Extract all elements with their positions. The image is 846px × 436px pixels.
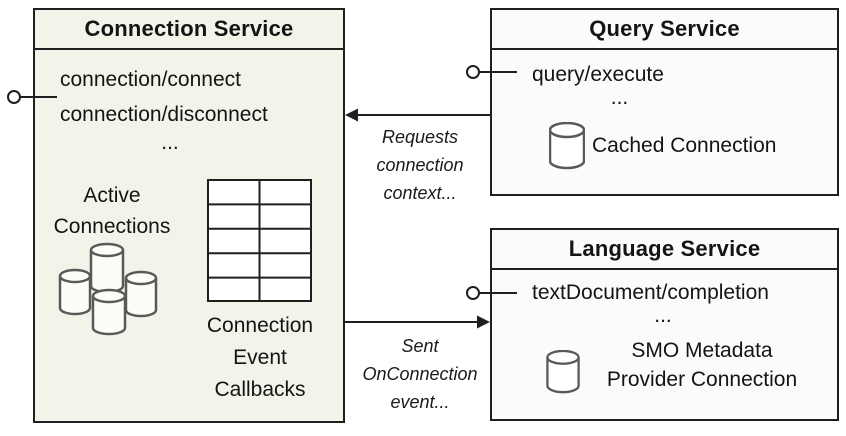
requests-label-line-1: Requests (381, 127, 459, 147)
callbacks-table-icon (207, 179, 312, 302)
more-methods-ellipsis: ... (610, 86, 629, 109)
connection-methods-list: connection/connect connection/disconnect… (60, 62, 280, 154)
query-service-box: Query Service query/execute ... Cached C… (490, 8, 839, 196)
smo-label-line-2: Provider Connection (606, 368, 798, 391)
connection-service-header: Connection Service (35, 10, 343, 50)
cached-connection-label: Cached Connection (592, 134, 777, 157)
active-connections-label: Active Connections (53, 184, 171, 238)
method-connection-connect: connection/connect (60, 68, 241, 91)
sent-onconnection-event-label: Sent OnConnection event... (345, 332, 495, 416)
smo-label-line-1: SMO Metadata (631, 339, 773, 362)
requests-connection-context-label: Requests connection context... (345, 123, 495, 207)
sent-label-line-2: OnConnection (362, 364, 478, 384)
smo-metadata-provider-connection-label: SMO Metadata Provider Connection (597, 336, 807, 394)
method-connection-disconnect: connection/disconnect (60, 103, 268, 126)
connection-service-title: Connection Service (84, 16, 294, 41)
connection-service-box: Connection Service connection/connect co… (33, 8, 345, 423)
database-cylinder-icon (546, 350, 580, 394)
language-service-box: Language Service textDocument/completion… (490, 228, 839, 421)
sent-onconnection-event-arrow (345, 315, 490, 329)
method-textdocument-completion: textDocument/completion (532, 281, 769, 304)
requests-label-line-2: connection (376, 155, 464, 175)
requests-label-line-3: context... (383, 183, 457, 203)
requests-connection-context-arrow (345, 108, 490, 122)
language-service-header: Language Service (492, 230, 837, 270)
database-cluster-icon (58, 242, 158, 336)
database-cylinder-icon (549, 122, 585, 170)
more-methods-ellipsis: ... (654, 304, 672, 327)
query-methods-list: query/execute ... (532, 62, 707, 108)
query-service-header: Query Service (492, 10, 837, 50)
language-service-title: Language Service (568, 236, 761, 261)
more-methods-ellipsis: ... (161, 131, 179, 154)
sent-label-line-1: Sent (401, 336, 439, 356)
connection-event-callbacks-label: Connection Event Callbacks (206, 314, 314, 401)
sent-label-line-3: event... (390, 392, 450, 412)
query-service-title: Query Service (589, 16, 740, 41)
language-methods-list: textDocument/completion ... (532, 280, 794, 326)
method-query-execute: query/execute (532, 63, 664, 86)
